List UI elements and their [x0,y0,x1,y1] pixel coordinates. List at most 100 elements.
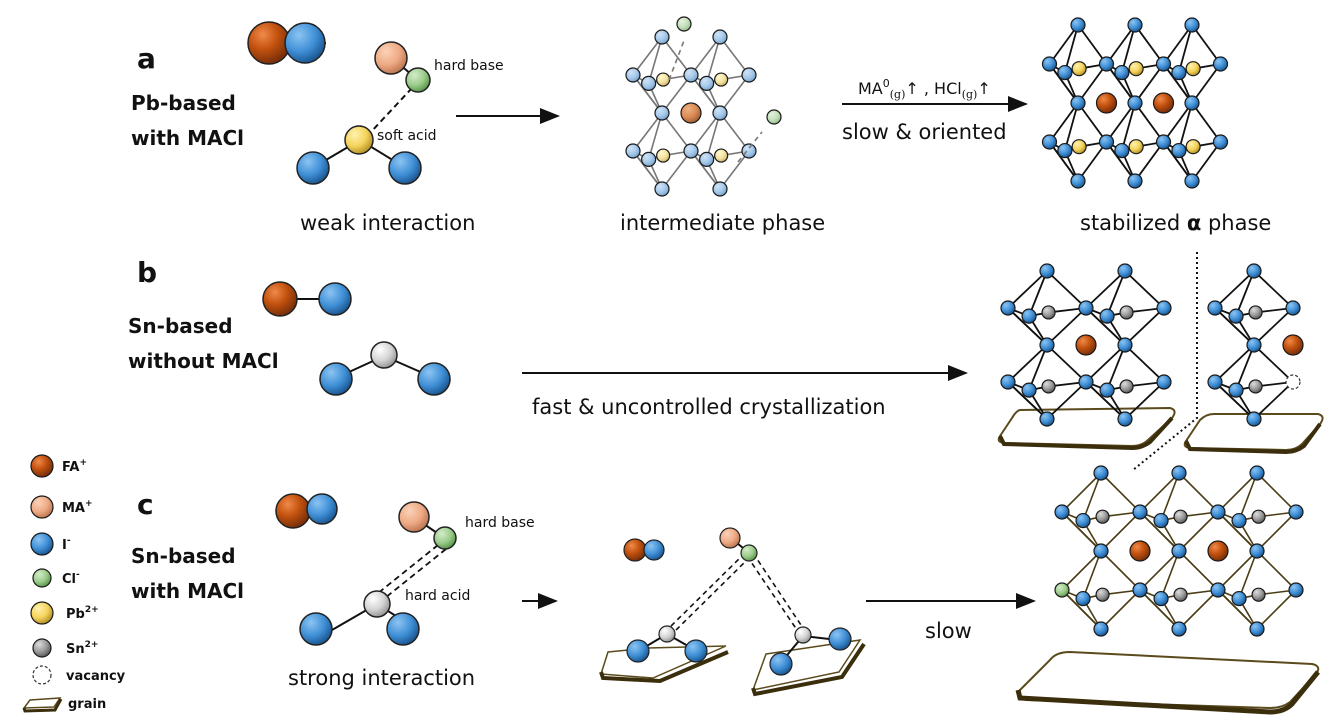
chloride-sphere [766,109,782,125]
iodide-sphere [1078,374,1094,390]
bond-line [1134,24,1165,65]
iodide-sphere [1246,337,1262,353]
bond-line [1214,270,1255,309]
iodide-sphere [1210,582,1226,598]
bond-line [661,36,692,76]
fa-sphere [680,102,702,124]
tin-sphere [1119,305,1134,320]
hard-acid-label: hard acid [405,588,470,604]
iodide-sphere [1228,382,1244,398]
bond-line [1178,24,1193,73]
bond-line [1100,511,1141,552]
panel-c: c Sn-based with MACl hard base hard acid… [131,465,1320,715]
bond-line [1061,589,1102,630]
grain-boundary-divider [1132,252,1198,471]
bond-line [1256,589,1297,630]
iodide-sphere [684,639,708,663]
tin-sphere [1173,509,1188,524]
macl-molecule: hard base [369,41,504,134]
legend-label: grain [68,697,106,712]
iodide-sphere [306,493,338,525]
iodide-sphere [1099,308,1115,324]
bond-line [1253,344,1294,383]
bond-line [1162,102,1193,143]
iodide-sphere [1093,465,1109,481]
bond-line [632,36,663,76]
bond-line [1007,381,1048,420]
bond-line [1178,102,1193,151]
tin-sphere [370,341,398,369]
bond-line [1178,511,1219,552]
bond-line [1100,472,1141,513]
iodide-sphere [1054,504,1070,520]
fa-sphere [247,21,291,65]
grain-icon-edge [22,698,63,713]
caption-stabilized-phase: stabilized α phase [1080,211,1271,235]
chloride-sphere [740,544,758,562]
iodide-sphere [1132,582,1148,598]
iodide-sphere [1153,512,1169,529]
iodide-sphere [1093,543,1109,559]
iodide-sphere [1231,590,1247,607]
bond-line [1048,24,1079,65]
lead-sphere [714,72,729,87]
iodide-sphere [1132,504,1148,520]
iodide-sphere [643,539,665,561]
legend-item-chloride: Cl- [32,568,80,588]
arrow-top-label: MA0(g)↑ , HCl(g)↑ [858,77,991,101]
panel-c-title-line2: with MACl [131,579,244,603]
lead-sphere [1185,139,1201,155]
bond-line [719,74,750,114]
chloride-sphere [405,67,431,93]
bond-line [1105,24,1136,65]
arrow-label-slow: slow [925,619,972,643]
bond-line [1028,344,1048,391]
bond-line [1106,270,1126,317]
bond-line [1106,344,1126,391]
iodide-sphere [1171,621,1187,637]
iodide-sphere [1039,263,1055,279]
caption-strong-interaction: strong interaction [288,666,475,690]
bond-line [690,74,721,114]
bond-line [719,150,750,190]
fa-sphere [1129,540,1151,562]
bond-line [1100,589,1141,630]
iodide-sphere [1184,173,1200,189]
iodide-sphere [296,151,330,185]
iodide-sphere [388,151,422,185]
iodide-sphere [318,282,352,316]
disordered-lattice-right [1207,263,1304,427]
bond-line [1121,102,1136,151]
tin-legend-icon [32,638,52,658]
iodide-sphere [683,143,699,159]
iodide-sphere [769,652,793,676]
tin-sphere [1119,379,1134,394]
iodide-sphere [625,143,641,159]
bond-line [719,112,750,152]
legend-item-iodide: I- [30,532,71,556]
bond-line [1217,589,1258,630]
bond-line [1121,24,1136,73]
bond-line [1048,63,1079,104]
iodide-sphere [712,29,728,45]
bond-line [1214,381,1255,420]
bond-line [1048,102,1079,143]
legend-label: Sn2+ [66,640,98,657]
iodide-sphere [1212,134,1229,150]
legend-item-fa: FA+ [30,454,87,478]
iodide-sphere [828,627,852,651]
lead-sphere [1128,61,1144,77]
legend-label: MA+ [62,499,93,516]
tin-sphere [1095,587,1110,602]
bond-line [1256,511,1297,552]
iodide-sphere [1099,382,1115,398]
chloride-sphere [676,16,692,32]
iodide-sphere [1114,64,1130,81]
caption-weak-interaction: weak interaction [300,211,475,235]
panel-a-title-line1: Pb-based [131,91,236,115]
bond-line [1160,472,1180,521]
fa-sphere [262,281,298,317]
legend-label: FA+ [62,458,87,475]
iodide-sphere [1288,582,1304,598]
bond-line [1105,102,1136,143]
